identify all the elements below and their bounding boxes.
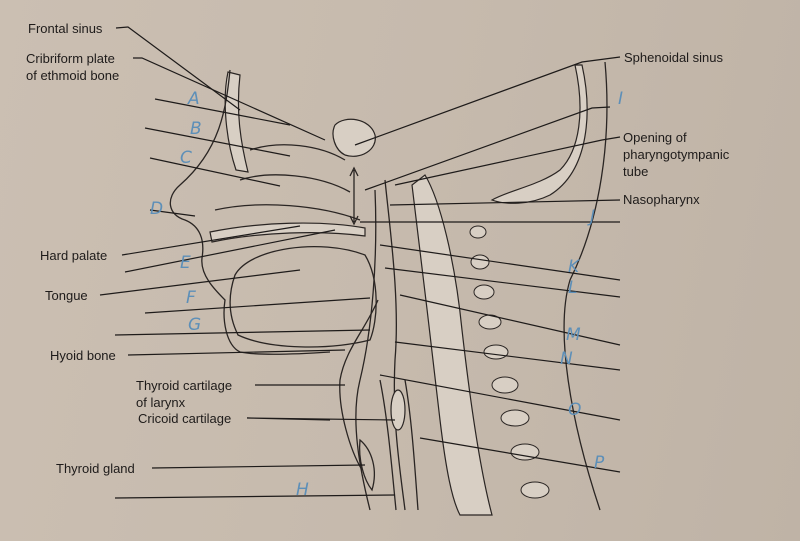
label-cricoid-cartilage: Cricoid cartilage <box>138 411 231 426</box>
epiglottis-larynx <box>339 299 379 471</box>
label-nasopharynx: Nasopharynx <box>623 192 700 207</box>
nasopharynx-arrow <box>349 166 359 226</box>
handwritten-i: I <box>618 89 623 109</box>
anatomy-drawing <box>169 61 608 516</box>
handwritten-o: O <box>568 400 581 420</box>
hard-palate-shape <box>209 222 366 243</box>
label-opening: Opening of <box>623 130 687 145</box>
vertebrae <box>469 225 550 499</box>
tongue-shape <box>229 246 377 348</box>
label-thyroid-cartilage-2: of larynx <box>136 395 186 410</box>
handwritten-h: H <box>296 480 309 500</box>
handwritten-m: M <box>566 325 581 345</box>
handwritten-k: K <box>568 257 581 277</box>
label-thyroid-cartilage: Thyroid cartilage <box>136 378 232 393</box>
label-thyroid-gland: Thyroid gland <box>56 461 135 476</box>
handwritten-n: N <box>560 349 573 369</box>
handwritten-c: C <box>180 148 192 168</box>
handwritten-p: P <box>594 453 605 473</box>
handwritten-b: B <box>190 119 202 139</box>
cricoid-shape <box>390 389 406 431</box>
label-opening-3: tube <box>623 164 648 179</box>
face-profile <box>169 69 331 355</box>
leader-lines <box>99 26 621 499</box>
label-cribriform-plate: Cribriform plate <box>26 51 115 66</box>
occipital-bone <box>490 64 588 204</box>
label-hard-palate: Hard palate <box>40 248 107 263</box>
handwritten-g: G <box>188 315 201 335</box>
handwritten-l: L <box>568 278 577 298</box>
thyroid-gland-shape <box>358 438 375 492</box>
label-tongue: Tongue <box>45 288 88 303</box>
handwritten-d: D <box>150 199 163 219</box>
label-opening-2: pharyngotympanic <box>623 147 730 162</box>
neck-skin-line <box>563 61 608 511</box>
handwritten-a: A <box>187 89 200 109</box>
trachea <box>379 379 419 511</box>
handwritten-e: E <box>180 253 191 273</box>
handwritten-f: F <box>186 288 196 308</box>
label-cribriform-plate-2: of ethmoid bone <box>26 68 119 83</box>
sphenoid <box>332 118 376 157</box>
nasal-turbinates <box>214 144 361 221</box>
label-sphenoidal-sinus: Sphenoidal sinus <box>624 50 724 65</box>
label-frontal-sinus: Frontal sinus <box>28 21 103 36</box>
label-hyoid-bone: Hyoid bone <box>50 348 116 363</box>
handwritten-j: J <box>587 207 595 227</box>
cervical-spine <box>411 174 493 516</box>
